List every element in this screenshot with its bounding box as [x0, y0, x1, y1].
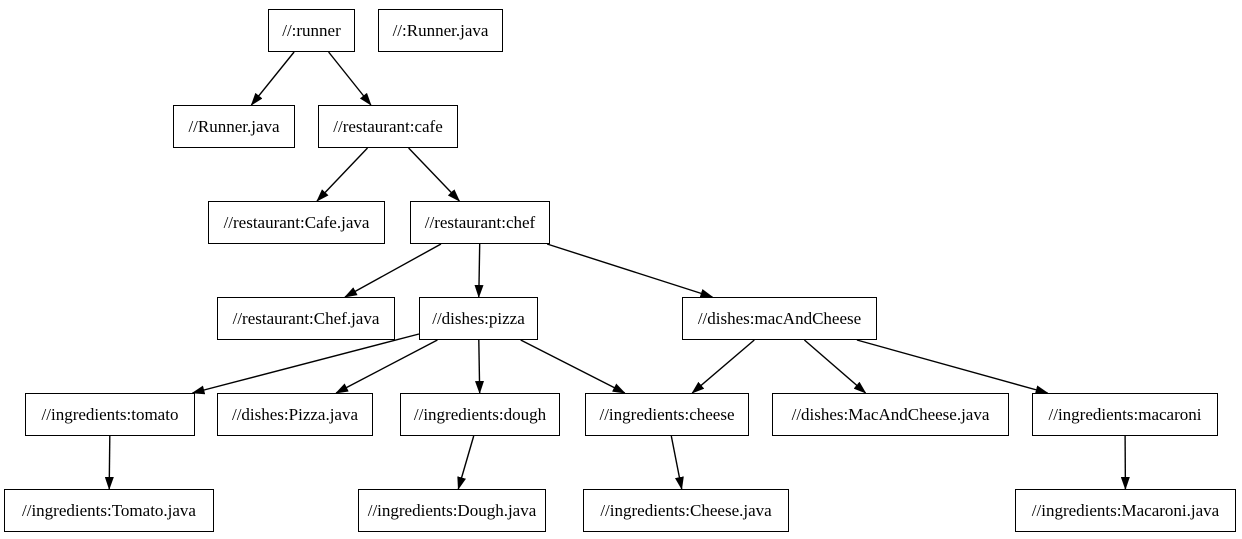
node-runner: //:runner	[268, 9, 355, 52]
graph-edges	[104, 51, 1130, 490]
edge-mac-and-cheese-to-macaroni	[856, 339, 1049, 395]
edge-chef-to-pizza	[474, 243, 484, 298]
edge-cafe-to-chef	[408, 147, 461, 202]
node-tomato-java: //ingredients:Tomato.java	[4, 489, 214, 532]
edge-cheese-to-cheese-java	[670, 435, 684, 490]
node-label-cheese: //ingredients:cheese	[599, 405, 735, 424]
node-label-chef-java: //restaurant:Chef.java	[232, 309, 380, 328]
node-macaroni: //ingredients:macaroni	[1032, 393, 1218, 436]
node-cheese-java: //ingredients:Cheese.java	[583, 489, 789, 532]
edge-cafe-to-cafe-java	[316, 147, 369, 202]
edge-dough-to-dough-java	[457, 435, 475, 490]
node-tomato: //ingredients:tomato	[25, 393, 195, 436]
edge-pizza-to-pizza-java	[335, 339, 438, 394]
node-label-macaroni: //ingredients:macaroni	[1048, 405, 1202, 424]
node-dough: //ingredients:dough	[400, 393, 560, 436]
node-mac-and-cheese-java: //dishes:MacAndCheese.java	[772, 393, 1009, 436]
node-label-tomato: //ingredients:tomato	[41, 405, 179, 424]
node-label-runner-java: //Runner.java	[188, 117, 280, 136]
node-pizza: //dishes:pizza	[419, 297, 538, 340]
node-label-cafe: //restaurant:cafe	[333, 117, 443, 136]
node-cafe-java: //restaurant:Cafe.java	[208, 201, 385, 244]
node-label-chef: //restaurant:chef	[424, 213, 536, 232]
node-cafe: //restaurant:cafe	[318, 105, 458, 148]
edge-chef-to-mac-and-cheese	[546, 243, 714, 298]
node-label-cheese-java: //ingredients:Cheese.java	[600, 501, 772, 520]
node-cheese: //ingredients:cheese	[585, 393, 749, 436]
node-pizza-java: //dishes:Pizza.java	[217, 393, 373, 436]
node-dough-java: //ingredients:Dough.java	[358, 489, 546, 532]
node-label-pizza: //dishes:pizza	[432, 309, 525, 328]
edge-pizza-to-tomato	[191, 333, 420, 395]
edge-pizza-to-cheese	[520, 339, 626, 394]
node-runner-java-top: //:Runner.java	[378, 9, 503, 52]
node-label-tomato-java: //ingredients:Tomato.java	[22, 501, 196, 520]
edge-pizza-to-dough	[474, 339, 484, 394]
node-label-runner: //:runner	[282, 21, 341, 40]
node-label-runner-java-top: //:Runner.java	[392, 21, 489, 40]
edge-chef-to-chef-java	[344, 243, 442, 298]
node-label-dough-java: //ingredients:Dough.java	[367, 501, 537, 520]
edge-tomato-to-tomato-java	[104, 435, 114, 490]
node-runner-java: //Runner.java	[173, 105, 295, 148]
node-chef: //restaurant:chef	[410, 201, 550, 244]
node-label-mac-and-cheese: //dishes:macAndCheese	[697, 309, 862, 328]
edge-runner-to-cafe	[328, 51, 372, 106]
node-macaroni-java: //ingredients:Macaroni.java	[1015, 489, 1236, 532]
node-label-pizza-java: //dishes:Pizza.java	[231, 405, 359, 424]
edge-runner-to-runner-java	[250, 51, 295, 106]
node-label-cafe-java: //restaurant:Cafe.java	[223, 213, 370, 232]
node-chef-java: //restaurant:Chef.java	[217, 297, 395, 340]
edge-mac-and-cheese-to-mac-and-cheese-java	[803, 339, 867, 394]
node-mac-and-cheese: //dishes:macAndCheese	[682, 297, 877, 340]
node-label-macaroni-java: //ingredients:Macaroni.java	[1031, 501, 1220, 520]
node-label-mac-and-cheese-java: //dishes:MacAndCheese.java	[791, 405, 990, 424]
node-label-dough: //ingredients:dough	[413, 405, 547, 424]
edge-mac-and-cheese-to-cheese	[691, 339, 755, 394]
